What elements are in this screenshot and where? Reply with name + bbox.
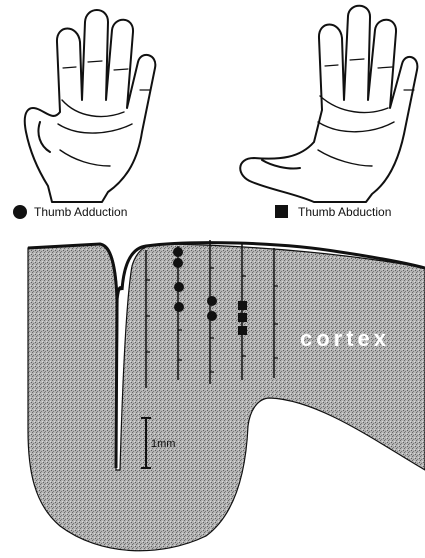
cortex-label: cortex bbox=[300, 326, 390, 351]
adduction-site bbox=[174, 282, 184, 292]
legend-abduction-label: Thumb Abduction bbox=[298, 205, 391, 219]
cortex-section bbox=[28, 244, 425, 551]
abduction-site bbox=[238, 313, 247, 322]
adduction-site bbox=[207, 311, 217, 321]
legend-adduction-marker bbox=[13, 205, 27, 219]
legend-abduction-marker bbox=[275, 205, 288, 218]
adduction-site bbox=[173, 247, 183, 257]
hand-adduction-illustration bbox=[25, 10, 156, 202]
abduction-site bbox=[238, 326, 247, 335]
legend-adduction-label: Thumb Adduction bbox=[34, 205, 127, 219]
legend: Thumb Adduction Thumb Abduction bbox=[13, 205, 391, 219]
hand-abduction-illustration bbox=[240, 6, 417, 202]
adduction-site bbox=[207, 296, 217, 306]
adduction-site bbox=[173, 258, 183, 268]
adduction-site bbox=[174, 302, 184, 312]
abduction-sites bbox=[238, 301, 247, 335]
scale-bar-label: 1mm bbox=[151, 438, 175, 450]
abduction-site bbox=[238, 301, 247, 310]
